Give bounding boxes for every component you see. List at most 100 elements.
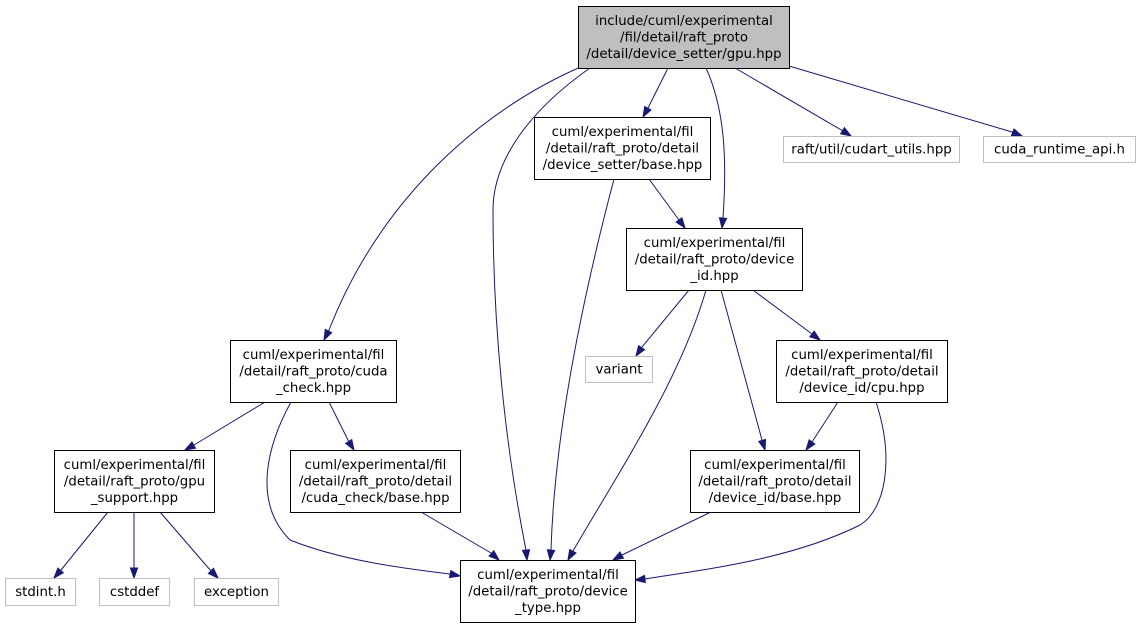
arrowhead-icon: [642, 105, 652, 119]
node-label-line: cuml/experimental/fil: [305, 458, 447, 473]
edge-root-to-cuda_check: [323, 65, 584, 342]
node-label-line: /detail/raft_proto/device: [468, 585, 628, 600]
node-box: [776, 340, 948, 403]
node-label-line: /detail/raft_proto/detail: [698, 475, 851, 490]
edge-line: [612, 511, 712, 561]
node-label-line: variant: [596, 363, 643, 378]
edge-root-to-cudart_utils: [734, 67, 853, 137]
arrowhead-icon: [1010, 128, 1024, 137]
node-box: [290, 450, 461, 513]
node-device-id[interactable]: cuml/experimental/fil/detail/raft_proto/…: [626, 228, 803, 291]
node-device-type[interactable]: cuml/experimental/fil/detail/raft_proto/…: [460, 560, 636, 623]
edge-cuda_check-to-gpu_support: [183, 401, 266, 451]
arrowhead-icon: [546, 549, 556, 562]
node-label-line: /detail/device_setter/gpu.hpp: [586, 47, 781, 62]
node-box: [578, 6, 790, 69]
node-label-line: include/cuml/experimental: [595, 14, 773, 29]
node-setter-base[interactable]: cuml/experimental/fil/detail/raft_proto/…: [534, 117, 711, 180]
node-label-line: cuda_runtime_api.h: [994, 143, 1125, 158]
node-box: [983, 136, 1136, 163]
node-label-line: cuml/experimental/fil: [644, 236, 786, 251]
node-device-id-cpu[interactable]: cuml/experimental/fil/detail/raft_proto/…: [776, 340, 948, 403]
node-cstddef[interactable]: cstddef: [99, 578, 170, 606]
edge-line: [184, 401, 266, 451]
node-cuda-runtime-api[interactable]: cuda_runtime_api.h: [983, 136, 1136, 163]
edge-device_id-to-variant: [635, 289, 690, 358]
arrowhead-icon: [448, 569, 462, 579]
node-label-line: /detail/raft_proto/device: [635, 253, 795, 268]
node-box: [690, 450, 860, 513]
node-label-line: cuml/experimental/fil: [477, 568, 619, 583]
arrowhead-icon: [757, 438, 767, 452]
edge-device_id_base-to-device_type: [611, 511, 712, 561]
edge-gpu_support-to-cstddef: [129, 512, 139, 580]
edge-line: [159, 511, 219, 579]
arrowhead-icon: [839, 126, 853, 137]
arrowhead-icon: [718, 217, 728, 230]
arrowhead-icon: [183, 441, 197, 451]
arrowhead-icon: [805, 439, 816, 452]
edge-device_id-to-device_id_cpu: [752, 289, 822, 341]
node-label-line: /detail/raft_proto/gpu: [64, 475, 205, 490]
node-box: [194, 578, 279, 606]
edges-layer: [53, 65, 1024, 584]
node-device-id-base[interactable]: cuml/experimental/fil/detail/raft_proto/…: [690, 450, 860, 513]
node-box: [460, 560, 636, 623]
node-label-line: cuml/experimental/fil: [64, 458, 206, 473]
node-box: [54, 450, 215, 513]
node-cuda-check-base[interactable]: cuml/experimental/fil/detail/raft_proto/…: [290, 450, 461, 513]
node-label-line: /fil/detail/raft_proto: [620, 31, 748, 46]
node-box: [5, 578, 76, 606]
node-label-line: /device_setter/base.hpp: [543, 158, 703, 173]
node-box: [626, 228, 803, 291]
edge-device_id-to-device_type: [567, 289, 707, 562]
arrowhead-icon: [567, 548, 577, 562]
edge-line: [788, 65, 1023, 137]
edge-line: [266, 401, 461, 577]
node-exception[interactable]: exception: [194, 578, 279, 606]
edge-cuda_check-to-device_type: [266, 401, 462, 579]
node-label-line: /cuda_check/base.hpp: [301, 491, 449, 506]
node-box: [585, 356, 653, 383]
node-box: [534, 117, 711, 180]
node-label-line: _type.hpp: [514, 601, 581, 616]
node-box: [99, 578, 170, 606]
arrowhead-icon: [635, 344, 646, 358]
edge-root-to-setter_base: [642, 67, 669, 119]
edge-line: [705, 67, 726, 229]
edge-gpu_support-to-exception: [159, 511, 220, 580]
arrowhead-icon: [675, 217, 686, 230]
node-label-line: /device_id/base.hpp: [709, 491, 842, 506]
node-label-line: /detail/raft_proto/detail: [546, 142, 699, 157]
edge-line: [752, 289, 821, 341]
arrowhead-icon: [53, 567, 65, 580]
node-label-line: cuml/experimental/fil: [552, 125, 694, 140]
edge-line: [635, 289, 690, 357]
node-cuda-check[interactable]: cuml/experimental/fil/detail/raft_proto/…: [230, 340, 397, 403]
edge-root-to-cuda_runtime_api: [788, 65, 1024, 137]
node-box: [230, 340, 397, 403]
arrowhead-icon: [129, 567, 139, 580]
node-label-line: exception: [204, 585, 269, 600]
node-label-line: stdint.h: [15, 585, 66, 600]
node-stdint[interactable]: stdint.h: [5, 578, 76, 606]
nodes-layer: include/cuml/experimental/fil/detail/raf…: [5, 6, 1136, 623]
node-label-line: _check.hpp: [275, 381, 351, 396]
node-variant[interactable]: variant: [585, 356, 653, 383]
node-label-line: cuml/experimental/fil: [243, 348, 385, 363]
node-gpu-support[interactable]: cuml/experimental/fil/detail/raft_proto/…: [54, 450, 215, 513]
node-cudart-utils[interactable]: raft/util/cudart_utils.hpp: [783, 136, 960, 163]
node-label-line: /device_id/cpu.hpp: [799, 381, 924, 396]
edge-device_id_cpu-to-device_type: [633, 401, 887, 584]
node-label-line: cstddef: [110, 585, 160, 600]
edge-line: [549, 178, 615, 561]
edge-line: [567, 289, 707, 561]
edge-device_id-to-device_id_base: [720, 289, 767, 452]
node-label-line: /detail/raft_proto/detail: [299, 475, 452, 490]
node-label-line: /detail/raft_proto/cuda: [239, 365, 387, 380]
node-label-line: _id.hpp: [689, 269, 738, 284]
node-label-line: cuml/experimental/fil: [704, 458, 846, 473]
node-label-line: _support.hpp: [90, 491, 178, 506]
node-root[interactable]: include/cuml/experimental/fil/detail/raf…: [578, 6, 790, 69]
